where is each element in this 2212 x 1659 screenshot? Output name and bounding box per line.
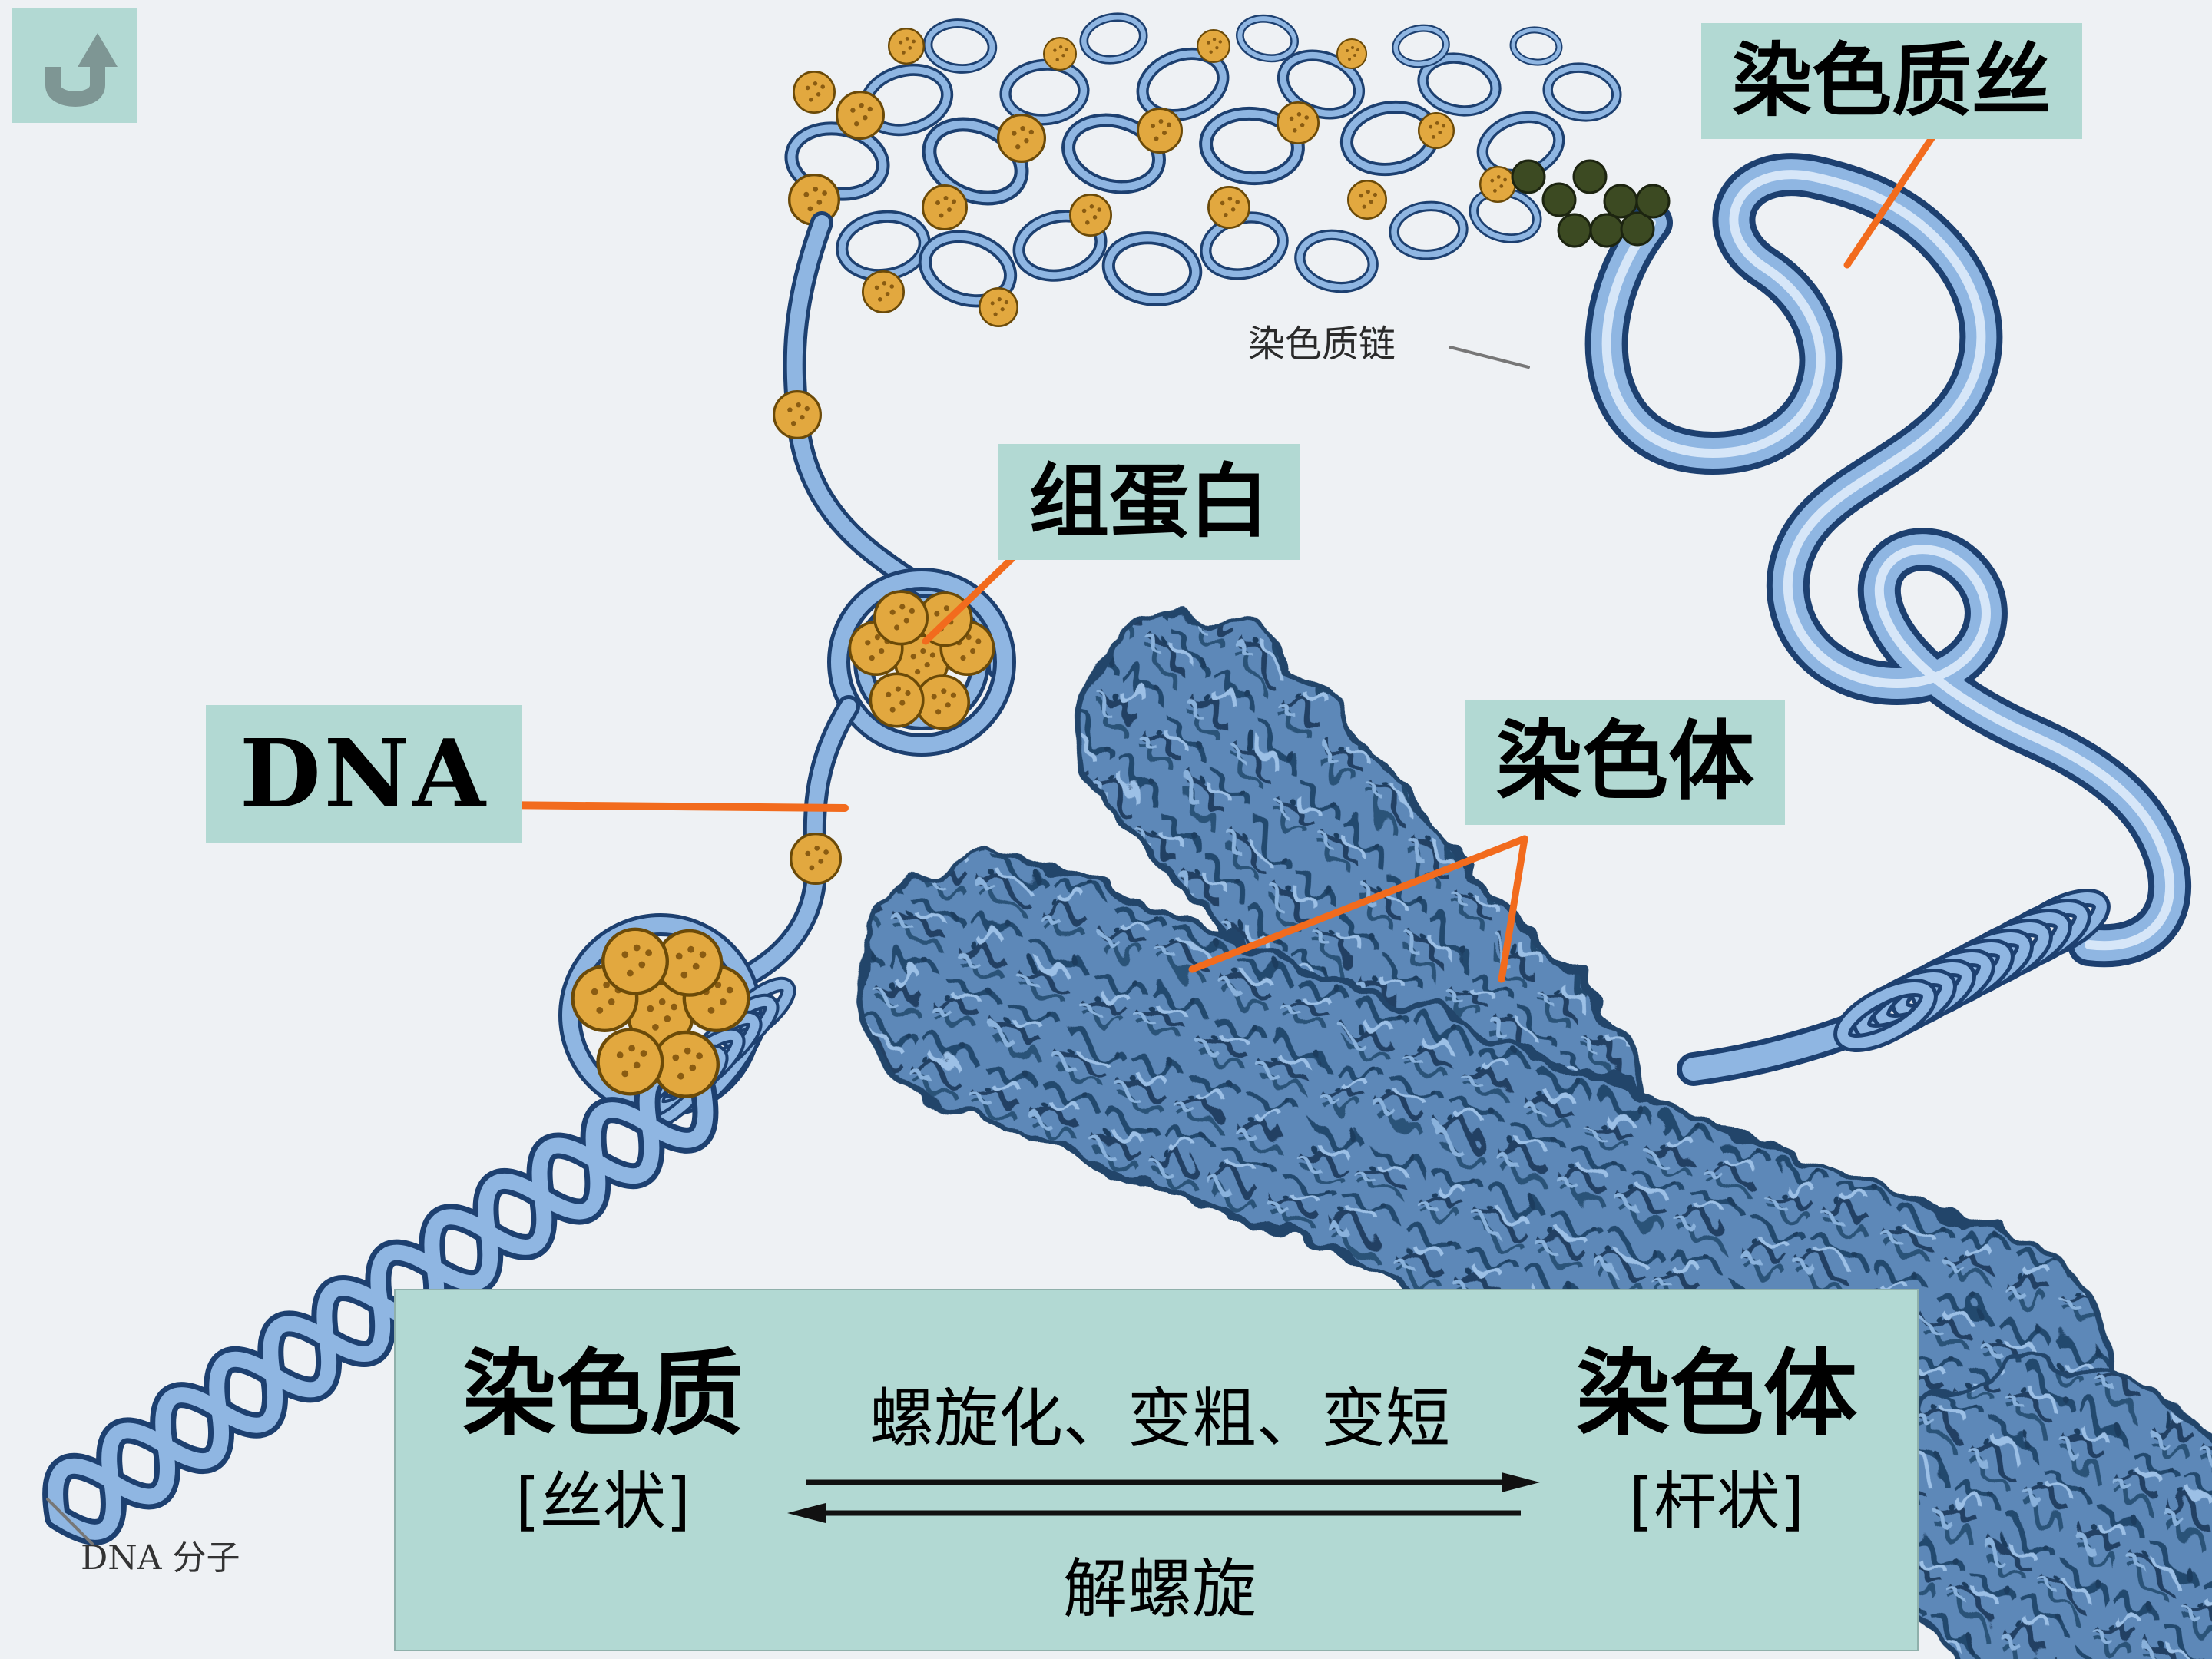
solenoid-coil bbox=[1835, 887, 2109, 1055]
label-dna-molecule: DNA 分子 bbox=[81, 1538, 240, 1578]
back-button[interactable] bbox=[12, 8, 137, 123]
label-histone: 组蛋白 bbox=[998, 444, 1300, 561]
conversion-left-term: 染色质 bbox=[462, 1339, 743, 1449]
conversion-box: 染色质 [丝状] 螺旋化、变粗、变短 解螺旋 染色体 [杆状] bbox=[394, 1289, 1919, 1651]
reverse-arrow bbox=[787, 1503, 1521, 1523]
equilibrium-arrows bbox=[787, 1472, 1540, 1523]
conversion-left-form: [丝状] bbox=[515, 1465, 690, 1538]
return-arrow-icon bbox=[45, 33, 118, 107]
forward-process-label: 螺旋化、变粗、变短 bbox=[869, 1381, 1450, 1456]
label-dna: DNA bbox=[206, 705, 522, 843]
reverse-process-label: 解螺旋 bbox=[1062, 1551, 1257, 1627]
conversion-right-term: 染色体 bbox=[1576, 1339, 1857, 1449]
label-chromosome: 染色体 bbox=[1465, 700, 1785, 825]
label-chromatin-fiber: 染色质丝 bbox=[1701, 23, 2083, 140]
conversion-right-form: [杆状] bbox=[1629, 1465, 1804, 1538]
label-chromatin-chain: 染色质链 bbox=[1248, 323, 1396, 366]
label-pointer-lines bbox=[46, 132, 1937, 1545]
forward-arrow bbox=[806, 1472, 1540, 1492]
chromatin-mass bbox=[786, 12, 1671, 328]
dna-helix bbox=[42, 1061, 719, 1545]
